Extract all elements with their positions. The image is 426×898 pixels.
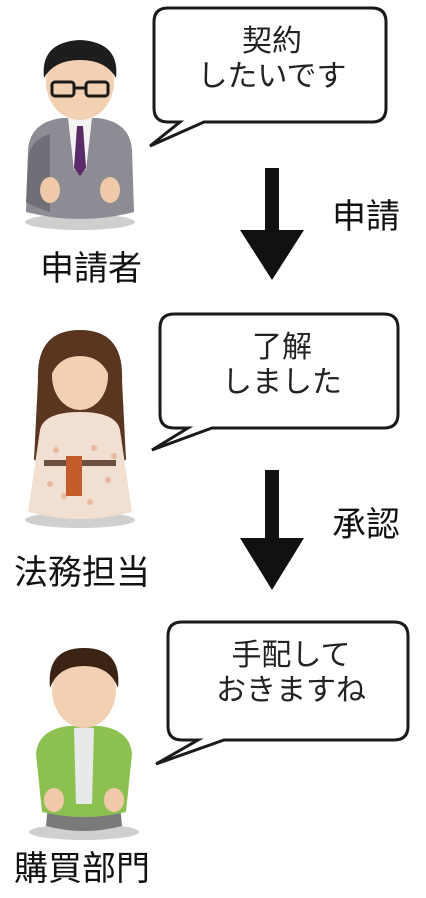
arrow-down-icon [240, 168, 304, 280]
arrow-down-icon [240, 470, 304, 590]
applicant-speech-bubble [149, 6, 388, 148]
applicant-label: 申請者 [40, 249, 142, 289]
legal-speech-line-1: 了解 [252, 330, 312, 365]
purchasing-label: 購買部門 [14, 849, 150, 889]
applicant-speech-text: 契約 したいです [160, 24, 384, 95]
arrow-label-approve: 承認 [332, 505, 400, 545]
applicant-speech-line-1: 契約 [242, 24, 302, 59]
purchasing-speech-line-2: おきますね [216, 673, 366, 709]
purchasing-speech-bubble [155, 620, 410, 766]
purchasing-avatar [29, 648, 139, 840]
applicant-speech-line-2: したいです [197, 59, 347, 95]
legal-label: 法務担当 [14, 553, 150, 593]
applicant-avatar [25, 40, 135, 230]
arrow-label-apply: 申請 [332, 197, 400, 237]
legal-speech-bubble [151, 312, 400, 452]
purchasing-speech-text: 手配して おきますね [176, 638, 406, 709]
legal-speech-text: 了解 しました [168, 330, 396, 401]
legal-speech-line-2: しました [222, 365, 342, 401]
purchasing-speech-line-1: 手配して [231, 638, 351, 673]
legal-avatar [25, 330, 135, 528]
